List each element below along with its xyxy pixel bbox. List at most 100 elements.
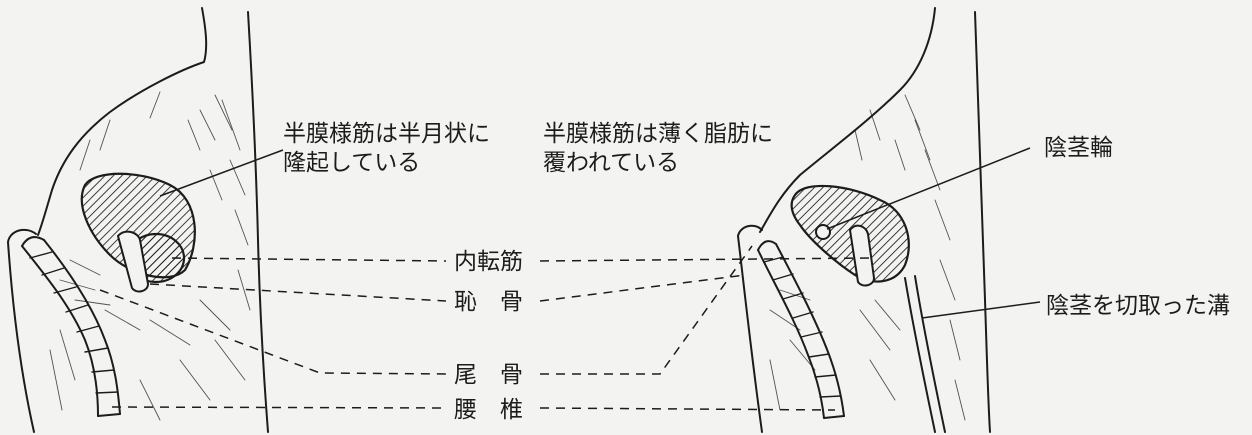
penile-groove-label: 陰茎を切取った溝 <box>1046 293 1230 319</box>
adductor-connector-right <box>539 257 871 262</box>
right-tail-rail-inner <box>757 249 825 419</box>
adductor-connector-left <box>171 257 447 262</box>
fur-stroke <box>904 94 921 131</box>
pubis-connector-right <box>539 274 746 302</box>
fur-stroke <box>854 129 863 161</box>
fur-stroke <box>187 119 201 151</box>
groove-line-right <box>914 275 946 433</box>
left-tail-rail-inner <box>21 245 99 417</box>
left-figure <box>7 7 284 433</box>
fur-stroke <box>214 339 246 381</box>
right-figure <box>737 7 1041 433</box>
coccyx-connector-left <box>99 289 447 375</box>
fur-stroke <box>789 339 816 371</box>
right-tail-rail-outer <box>775 243 845 417</box>
left-back-contour <box>37 7 208 236</box>
right-tail-tip <box>757 240 777 251</box>
fur-stroke <box>869 109 881 141</box>
right-vertebra-segment <box>819 395 842 398</box>
right-vertebra-segment <box>772 273 794 281</box>
left-tail-top <box>7 228 37 243</box>
pubis-label: 恥 骨 <box>454 289 523 315</box>
groove-line-left <box>904 277 936 433</box>
fur-stroke <box>209 169 223 201</box>
left-vertebra-segment <box>76 325 100 333</box>
fur-stroke <box>229 159 246 196</box>
penile-ring-label: 陰茎輪 <box>1044 135 1113 161</box>
fur-stroke <box>874 299 901 331</box>
penile-groove-leader <box>921 301 1041 319</box>
fur-stroke <box>894 139 906 171</box>
right-vertebra-segment <box>814 374 837 378</box>
fur-stroke <box>221 99 241 151</box>
lumbar-connector-right <box>539 407 836 411</box>
left-vertebra-segment <box>53 286 77 294</box>
fur-stroke <box>859 309 891 351</box>
fur-stroke <box>237 269 251 311</box>
fur-stroke <box>199 299 231 331</box>
fur-stroke <box>949 319 961 361</box>
right-tail-vertebrae <box>757 240 845 419</box>
left-note-leader <box>159 149 284 197</box>
fur-stroke <box>79 139 91 171</box>
pubis-connector-left <box>149 283 447 302</box>
right-tail-bottom <box>823 415 845 419</box>
labels: 半膜様筋は半月状に 隆起している 半膜様筋は薄く脂肪に 覆われている 陰茎輪 陰… <box>283 121 1230 423</box>
left-tail-bottom <box>97 413 121 417</box>
left-vertebra-segment <box>84 347 109 353</box>
fur-stroke <box>769 309 801 331</box>
right-vertebra-segment <box>792 311 814 319</box>
adductor-label: 内転筋 <box>454 249 523 275</box>
coccyx-connector-right <box>540 245 753 375</box>
left-tail-vertebrae <box>21 236 121 417</box>
lumbar-connector-left <box>111 406 447 409</box>
fur-stroke <box>49 349 63 411</box>
fur-stroke <box>234 209 249 246</box>
left-thigh-edge <box>247 11 269 433</box>
left-vertebra-segment <box>95 391 119 394</box>
fur-stroke <box>924 149 941 191</box>
fur-stroke <box>99 119 111 151</box>
fur-stroke <box>59 329 76 381</box>
dashed-connectors <box>99 245 871 411</box>
fur-stroke <box>954 379 966 421</box>
penile-ring-leader <box>826 147 1031 230</box>
fur-stroke <box>779 289 811 301</box>
fur-stroke <box>69 259 101 276</box>
fur-stroke <box>934 199 951 241</box>
fur-stroke <box>149 319 191 346</box>
left-vertebra-segment <box>41 267 65 276</box>
right-vertebra-segment <box>808 353 830 358</box>
right-pubis-bone <box>848 224 876 287</box>
left-vertebra-segment <box>91 369 115 373</box>
fur-stroke <box>74 299 111 306</box>
right-fur-strokes <box>769 94 966 421</box>
fur-stroke <box>179 359 211 401</box>
left-vertebra-segment <box>65 304 89 313</box>
fur-stroke <box>769 359 781 411</box>
right-thigh-edge <box>974 11 991 433</box>
right-vertebra-segment <box>763 256 784 263</box>
left-fur-strokes <box>49 91 251 421</box>
fur-stroke <box>869 359 896 401</box>
fur-stroke <box>199 109 216 141</box>
right-vertebra-segment <box>800 331 823 338</box>
lumbar-label: 腰 椎 <box>454 397 523 423</box>
fur-stroke <box>149 91 161 119</box>
left-tail-rail-outer <box>43 239 121 415</box>
left-tail-tip <box>21 236 45 247</box>
left-pubis-bone <box>116 230 150 293</box>
left-note-line1: 半膜様筋は半月状に <box>283 121 490 147</box>
right-vertebra-segment <box>782 292 804 300</box>
fur-stroke <box>139 379 161 421</box>
right-tail-top <box>737 224 763 237</box>
right-tail-outer-edge <box>737 235 763 433</box>
fur-stroke <box>59 279 96 291</box>
fur-stroke <box>914 119 931 161</box>
fur-stroke <box>939 259 956 301</box>
right-note-line2: 覆われている <box>543 150 679 176</box>
right-back-contour <box>759 7 936 233</box>
left-vertebra-segment <box>29 251 53 259</box>
right-note-line1: 半膜様筋は薄く脂肪に <box>543 121 773 147</box>
